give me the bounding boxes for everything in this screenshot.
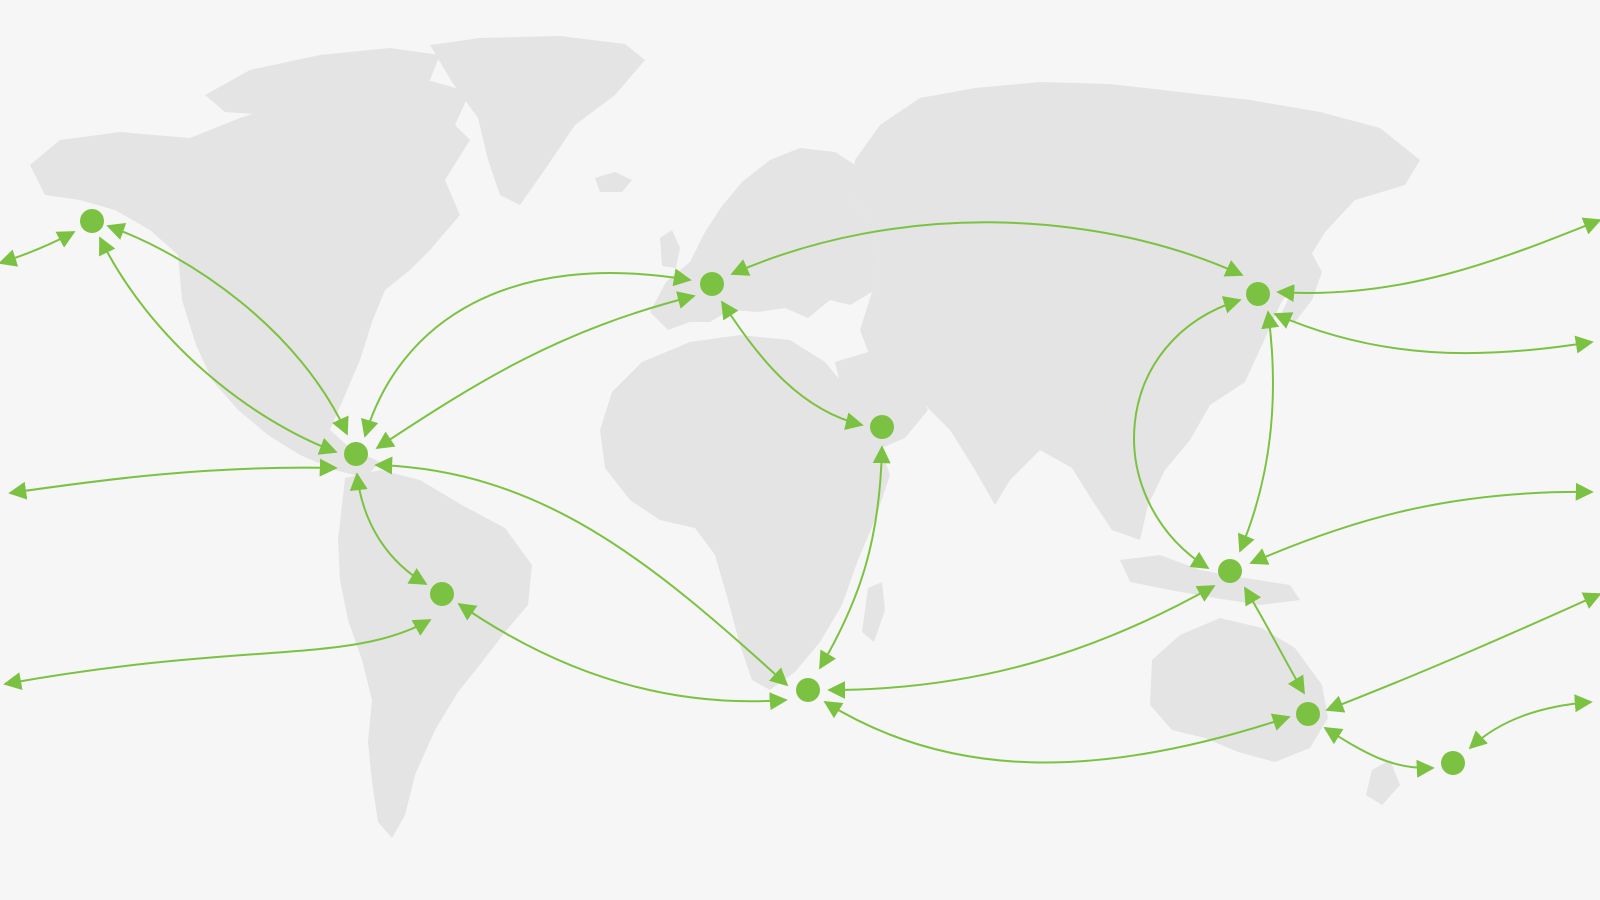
- hub-node-new-zealand: [1441, 751, 1465, 775]
- route-new-zealand-to-offscreen-east: [1468, 694, 1593, 750]
- route-southeast-asia-to-offscreen-east: [1249, 482, 1594, 565]
- iceland-landmass: [595, 172, 632, 192]
- hub-node-australia: [1296, 702, 1320, 726]
- hub-node-south-africa: [796, 678, 820, 702]
- asia-landmass: [850, 82, 1420, 540]
- route-southeast-asia-to-australia: [1244, 586, 1305, 695]
- route-south-africa-to-australia: [823, 701, 1291, 764]
- madagascar-landmass: [862, 582, 885, 642]
- route-mexico-to-europe: [375, 291, 696, 449]
- route-vancouver-to-mexico: [99, 236, 338, 455]
- route-europe-to-arabia: [721, 300, 864, 430]
- hub-node-mexico: [344, 442, 368, 466]
- hub-node-peru: [430, 582, 454, 606]
- route-mexico-to-offscreen-west: [8, 458, 338, 500]
- world-landmass: [30, 36, 1420, 838]
- route-vancouver-to-offscreen-west: [0, 231, 76, 267]
- hub-layer: [80, 209, 1465, 775]
- hub-node-east-asia: [1246, 282, 1270, 306]
- south-america-landmass: [338, 470, 532, 838]
- route-europe-to-east-asia: [730, 221, 1244, 277]
- route-south-africa-to-southeast-asia: [827, 585, 1216, 699]
- route-peru-to-south-africa: [457, 602, 788, 711]
- arctic-islands-landmass: [205, 48, 440, 115]
- route-australia-to-new-zealand: [1323, 727, 1435, 778]
- indonesia-landmass: [1120, 555, 1300, 605]
- hub-node-europe: [700, 272, 724, 296]
- route-east-asia-to-southeast-asia: [1133, 296, 1242, 569]
- hub-node-arabia: [870, 415, 894, 439]
- europe-landmass: [650, 148, 880, 330]
- hub-node-southeast-asia: [1218, 559, 1242, 583]
- route-east-asia-to-offscreen-east: [1276, 217, 1600, 303]
- north-america-landmass: [30, 78, 470, 478]
- new-zealand-landmass: [1366, 760, 1400, 805]
- hub-node-vancouver: [80, 209, 104, 233]
- route-layer: [0, 217, 1600, 778]
- route-east-asia-to-offscreen-east: [1273, 312, 1594, 355]
- greenland-landmass: [430, 36, 645, 205]
- route-peru-to-offscreen-west: [3, 619, 432, 690]
- route-australia-to-offscreen-east: [1325, 592, 1600, 713]
- uk-landmass: [660, 230, 680, 268]
